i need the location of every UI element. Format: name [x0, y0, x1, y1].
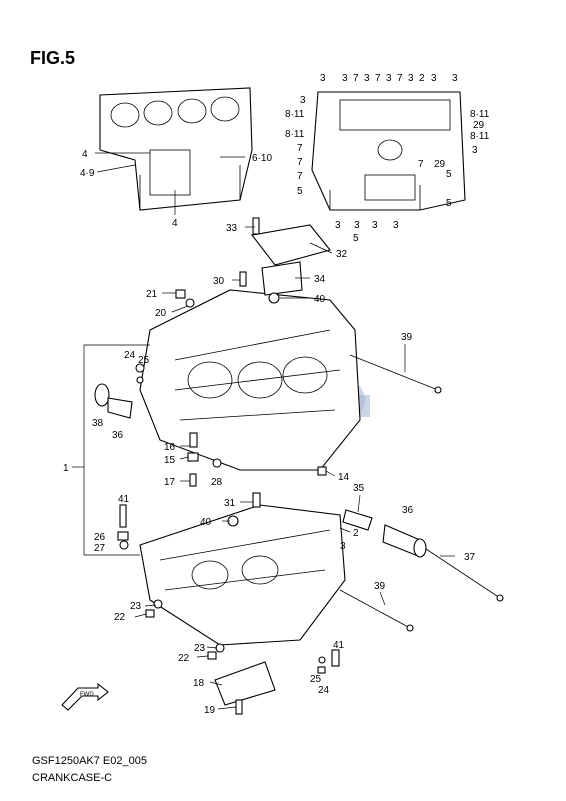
callout: 7 [375, 73, 381, 84]
callout: 5 [353, 233, 359, 244]
figure-caption: CRANKCASE-C [32, 772, 113, 784]
callout: 4 [172, 218, 178, 229]
callout: 26 [94, 532, 106, 543]
oil-seal-36-right [382, 524, 427, 558]
callout: 1 [63, 463, 69, 474]
callout: 7 [297, 143, 303, 154]
callout: 25 [138, 355, 150, 366]
lower-crankcase [139, 504, 346, 646]
callout: 3 [364, 73, 370, 84]
callout: 24 [318, 685, 330, 696]
callout: 8·11 [470, 109, 490, 120]
callout: 41 [118, 494, 130, 505]
oil-pan-guard [214, 661, 276, 706]
callout: 33 [226, 223, 238, 234]
callout: 8·11 [285, 109, 305, 120]
callout: 30 [213, 276, 225, 287]
callout: 34 [314, 274, 326, 285]
callout: 22 [114, 612, 126, 623]
callout: 3 [354, 220, 360, 231]
callout: 3 [342, 73, 348, 84]
callout: 4 [82, 149, 88, 160]
long-bolt-39-upper [349, 354, 442, 394]
callout: 37 [464, 552, 476, 563]
callout: 14 [338, 472, 350, 483]
callout: 3 [372, 220, 378, 231]
callout: 41 [333, 640, 345, 651]
callouts-main: 33 32 34 30 40 21 20 39 24 25 38 36 16 1… [63, 223, 476, 716]
long-bolt-39-lower [339, 589, 414, 632]
callout: 15 [164, 455, 176, 466]
upper-crankcase [139, 289, 361, 471]
callout: 40 [314, 294, 326, 305]
callout: 3 [300, 95, 306, 106]
forward-arrow-icon: FWD [61, 682, 109, 711]
callout: 36 [112, 430, 124, 441]
callout: 25 [310, 674, 322, 685]
callout: 7 [397, 73, 403, 84]
callout: 3 [452, 73, 458, 84]
callout: 39 [374, 581, 386, 592]
callout: 3 [408, 73, 414, 84]
callout: 35 [353, 483, 365, 494]
callout: 21 [146, 289, 158, 300]
callout: 28 [211, 477, 223, 488]
callout: 31 [224, 498, 236, 509]
callout: 7 [297, 171, 303, 182]
callout: 4·9 [80, 168, 95, 179]
callout: 3 [386, 73, 392, 84]
callout: 8·11 [470, 131, 490, 142]
callout: 36 [402, 505, 414, 516]
callout: 6·10 [252, 153, 272, 164]
callout: 38 [92, 418, 104, 429]
assembly-bracket [72, 344, 150, 556]
callout: 5 [446, 198, 452, 209]
callout: 5 [297, 186, 303, 197]
callout: 7 [418, 159, 424, 170]
callout: 5 [446, 169, 452, 180]
callout: 7 [353, 73, 359, 84]
figure-title: FIG.5 [30, 48, 76, 68]
callout: 3 [472, 145, 478, 156]
oil-separator-plate [261, 261, 303, 296]
callout: 24 [124, 350, 136, 361]
callout: 32 [336, 249, 348, 260]
dowel-35 [342, 509, 373, 531]
callout: 3 [431, 73, 437, 84]
callout: 16 [164, 442, 176, 453]
callout: 3 [393, 220, 399, 231]
callout: 23 [194, 643, 206, 654]
callout: 2 [353, 528, 359, 539]
callout: 8·11 [285, 129, 305, 140]
callout: 29 [434, 159, 446, 170]
small-fasteners [117, 217, 340, 715]
callout: 27 [94, 543, 106, 554]
leader-lines [95, 152, 455, 710]
callout: 3 [335, 220, 341, 231]
callout: 20 [155, 308, 167, 319]
callout: 2 [419, 73, 425, 84]
long-bolt-37 [419, 544, 504, 602]
callout: 23 [130, 601, 142, 612]
callout: 3 [320, 73, 326, 84]
callout: 17 [164, 477, 176, 488]
callout: 29 [473, 120, 485, 131]
callouts-top-left: 4 4·9 4 6·10 [80, 149, 272, 229]
callouts-top-right: 3 3 7 3 7 3 7 3 2 3 3 3 8·11 8·11 7 7 7 … [285, 73, 490, 244]
forward-label: FWD [80, 692, 94, 698]
callout: 3 [340, 541, 346, 552]
callout: 22 [178, 653, 190, 664]
top-view-left [99, 87, 253, 211]
callout: 40 [200, 517, 212, 528]
callout: 39 [401, 332, 413, 343]
breather-cover [251, 224, 331, 266]
oil-seal-36-left [94, 383, 133, 419]
callout: 19 [204, 705, 216, 716]
callout: 7 [297, 157, 303, 168]
callout: 18 [193, 678, 205, 689]
figure-code: GSF1250AK7 E02_005 [32, 755, 147, 767]
top-view-right [311, 91, 466, 211]
